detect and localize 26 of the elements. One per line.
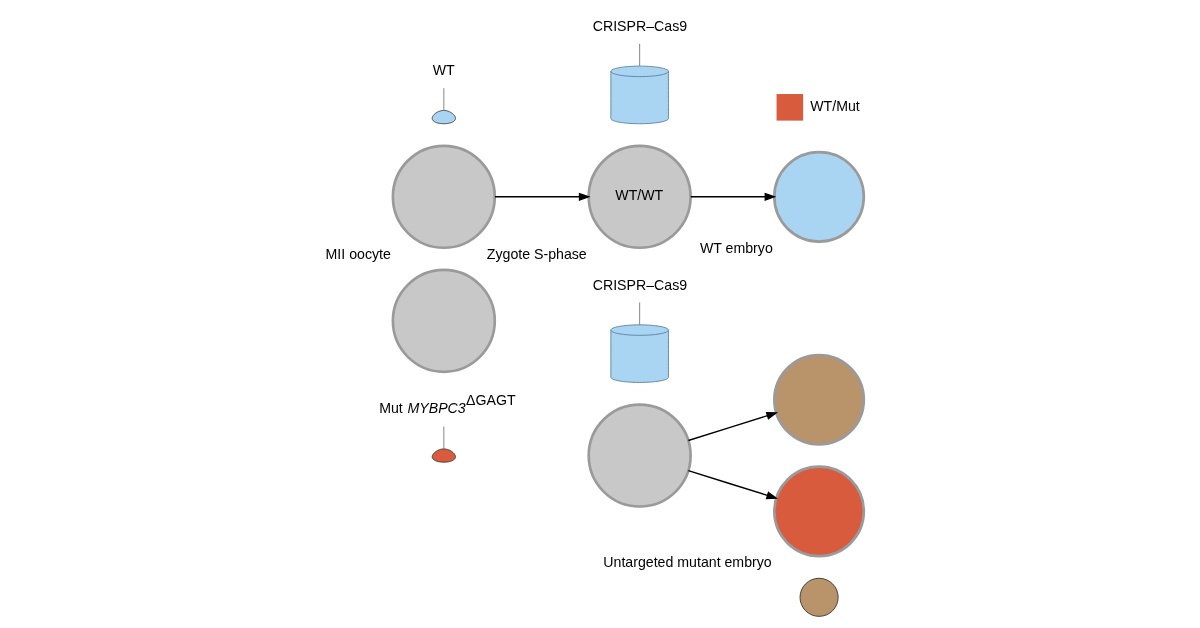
node-label: Untargeted mutant embryo (603, 554, 772, 571)
node-label: MII oocyte (325, 246, 391, 263)
node-circle (391, 268, 497, 374)
node-text: CRISPR–Cas9 (592, 17, 688, 34)
node-circle (773, 353, 866, 446)
node-text: WT (432, 62, 455, 79)
node-label: WT embryo (699, 239, 773, 256)
node-circle (391, 144, 497, 250)
node-circle (431, 448, 456, 463)
arrow (687, 469, 779, 500)
node-circle (773, 465, 866, 558)
node-circle (799, 577, 839, 617)
connector (443, 87, 445, 111)
node-text: CRISPR–Cas9 (592, 276, 688, 293)
connector (639, 43, 640, 67)
arrow (690, 192, 777, 201)
arrow (494, 192, 591, 201)
legend-label: WT/Mut (810, 97, 860, 114)
node-circle (431, 110, 456, 125)
node-circle (587, 403, 692, 508)
node-label: Zygote S-phase (486, 246, 587, 263)
connector (639, 302, 640, 326)
node-circle: WT/WT (587, 144, 692, 250)
node-circle (773, 150, 866, 243)
connector (443, 426, 445, 450)
arrow (687, 411, 779, 442)
